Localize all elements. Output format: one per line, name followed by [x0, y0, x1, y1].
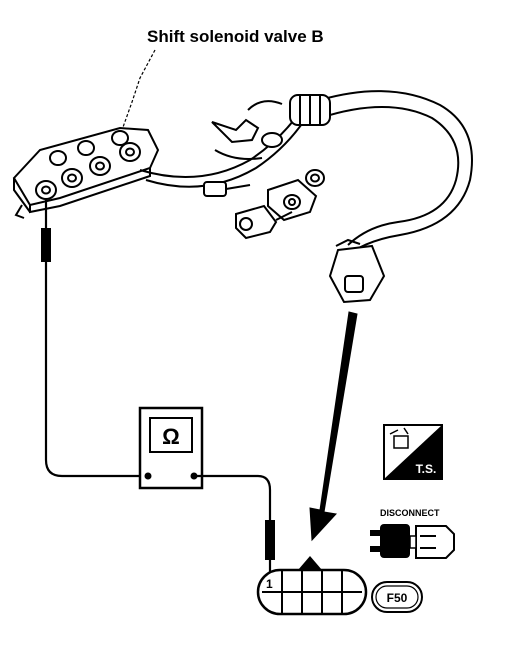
- harness-branches: [203, 100, 325, 197]
- disconnect-icon: DISCONNECT: [370, 508, 455, 559]
- sensor-connector-upper: [267, 178, 318, 222]
- terminal-number: 1: [266, 577, 273, 591]
- connector-latch: [298, 556, 322, 570]
- probe-connector: [265, 520, 275, 560]
- connector-face: 1: [256, 556, 368, 616]
- test-lead-connector: [194, 474, 272, 576]
- connector-direction-arrow: [309, 311, 358, 542]
- solenoid-plugs: [35, 130, 141, 200]
- sensor-connector-lower: [235, 204, 293, 240]
- probe-solenoid: [41, 228, 51, 262]
- harness-connector-plug: [328, 238, 386, 304]
- ohmmeter: Ω: [138, 406, 204, 490]
- test-symbol-icon: T.S.: [383, 424, 443, 480]
- connector-id: F50: [387, 591, 408, 605]
- meter-terminal-left: [144, 472, 152, 480]
- harness-grommet: [289, 94, 331, 126]
- wiring-harness: [139, 90, 473, 253]
- test-lead-solenoid: [44, 200, 148, 478]
- ts-label: T.S.: [416, 462, 437, 476]
- component-label: Shift solenoid valve B: [147, 27, 324, 46]
- connector-id-badge: F50: [371, 581, 423, 613]
- disconnect-label: DISCONNECT: [380, 508, 440, 518]
- ohm-symbol: Ω: [162, 424, 180, 449]
- label-leader-line: [121, 49, 156, 131]
